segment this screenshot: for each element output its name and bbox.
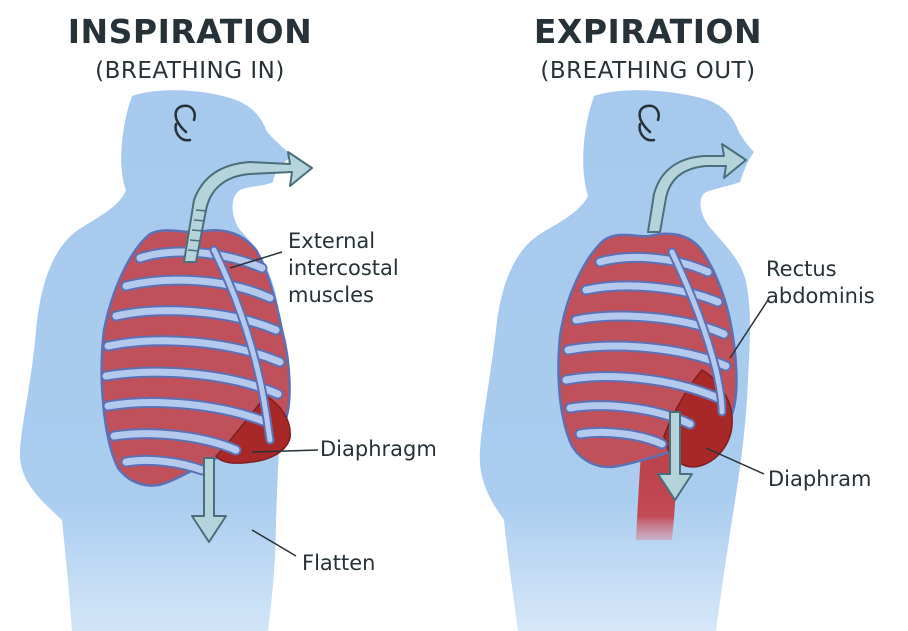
rectus-abdominis-label-line2: abdominis — [766, 283, 875, 310]
expiration-figure — [480, 90, 768, 631]
diaphram-label: Diaphram — [768, 466, 871, 493]
rectus-abdominis-label-line1: Rectus — [766, 256, 875, 283]
flatten-label: Flatten — [302, 550, 375, 577]
external-intercostal-label-line3: muscles — [288, 282, 399, 309]
diaphragm-label: Diaphragm — [320, 436, 437, 463]
external-intercostal-label-line2: intercostal — [288, 255, 399, 282]
inspiration-figure — [20, 90, 318, 631]
rectus-abdominis-label: Rectus abdominis — [766, 256, 875, 310]
external-intercostal-label-line1: External — [288, 228, 399, 255]
external-intercostal-label: External intercostal muscles — [288, 228, 399, 309]
